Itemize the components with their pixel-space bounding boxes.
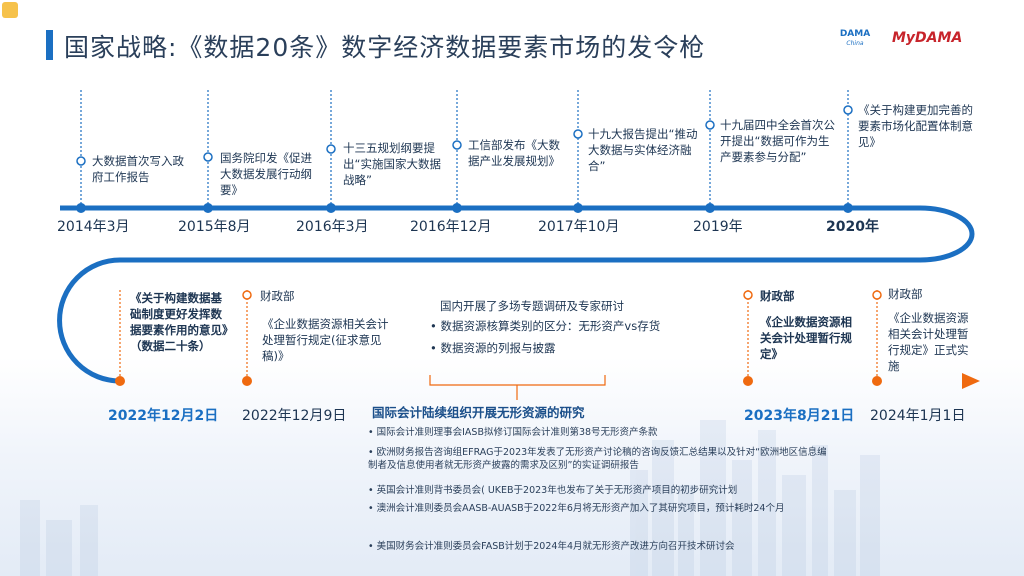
- dama-logo-sub: China: [846, 40, 864, 47]
- event-2016-12-text: 工信部发布《大数据产业发展规划》: [468, 138, 560, 168]
- event-2014-text: 大数据首次写入政府工作报告: [92, 154, 184, 184]
- date-2023-08-21: 2023年8月21日: [744, 408, 855, 424]
- international-item-3: • 英国会计准则背书委员会( UKEB于2023年也发布了关于无形资产项目的初步…: [368, 485, 738, 496]
- dama-china-logo: DAMA China: [835, 30, 875, 48]
- event-2015-text: 国务院印发《促进大数据发展行动纲要》: [220, 151, 312, 197]
- event-2022-12-09-org: 财政部: [260, 289, 295, 303]
- event-2016-03-text: 十三五规划纲要提出“实施国家大数据战略”: [343, 141, 441, 187]
- center-bullet-2: • 数据资源的列报与披露: [430, 341, 556, 355]
- event-2024-org: 财政部: [888, 287, 923, 301]
- international-item-1: • 国际会计准则理事会IASB拟修订国际会计准则第38号无形资产条款: [368, 427, 658, 438]
- international-title: 国际会计陆续组织开展无形资源的研究: [372, 405, 585, 420]
- dama-logo-text: DAMA: [839, 29, 871, 39]
- date-2017: 2017年10月: [538, 219, 620, 235]
- date-2022-12-09: 2022年12月9日: [242, 408, 347, 424]
- page-title: 国家战略:《数据20条》数字经济数据要素市场的发令枪: [64, 33, 706, 62]
- event-2024-text: 《企业数据资源相关会计处理暂行规定》正式实施: [888, 311, 969, 373]
- international-item-5: • 美国财务会计准则委员会FASB计划于2024年4月就无形资产改进方向召开技术…: [368, 541, 735, 552]
- date-2016-03: 2016年3月: [296, 219, 369, 235]
- event-2022-12-02-text: 《关于构建数据基础制度更好发挥数据要素作用的意见》（数据二十条）: [130, 291, 228, 353]
- event-2017-text: 十九大报告提出“推动大数据与实体经济融合”: [588, 127, 698, 173]
- title-accent-bar: [46, 30, 53, 60]
- event-2023-org: 财政部: [760, 289, 795, 303]
- event-2023-text: 《企业数据资源相关会计处理暂行规定》: [760, 315, 852, 361]
- right-curve: [919, 205, 975, 263]
- date-2020: 2020年: [826, 219, 879, 235]
- center-heading: 国内开展了多场专题调研及专家研讨: [440, 299, 624, 313]
- date-2016-12: 2016年12月: [410, 219, 492, 235]
- date-2019: 2019年: [693, 219, 743, 235]
- date-2024-01-01: 2024年1月1日: [870, 408, 966, 424]
- mydama-logo: MyDAMA: [892, 30, 963, 46]
- date-2014: 2014年3月: [57, 219, 130, 235]
- arrow-head: [962, 373, 980, 389]
- skyline-decoration: [20, 420, 880, 576]
- center-bullet-1: • 数据资源核算类别的区分：无形资产vs存货: [430, 319, 661, 333]
- event-2019-text: 十九届四中全会首次公开提出“数据可作为生产要素参与分配”: [720, 118, 835, 164]
- event-2020-text: 《关于构建更加完善的要素市场化配置体制意见》: [858, 103, 973, 149]
- date-2015: 2015年8月: [178, 219, 251, 235]
- international-item-2: • 欧洲财务报告咨询组EFRAG于2023年发表了无形资产讨论稿的咨询反馈汇总结…: [368, 447, 827, 471]
- date-2022-12-02: 2022年12月2日: [108, 408, 219, 424]
- international-item-4: • 澳洲会计准则委员会AASB-AUASB于2022年6月将无形资产加入了其研究…: [368, 503, 785, 514]
- corner-icon: [2, 2, 18, 18]
- left-curve: [57, 257, 121, 384]
- event-2022-12-09-text: 《企业数据资源相关会计处理暂行规定(征求意见稿)》: [262, 317, 389, 363]
